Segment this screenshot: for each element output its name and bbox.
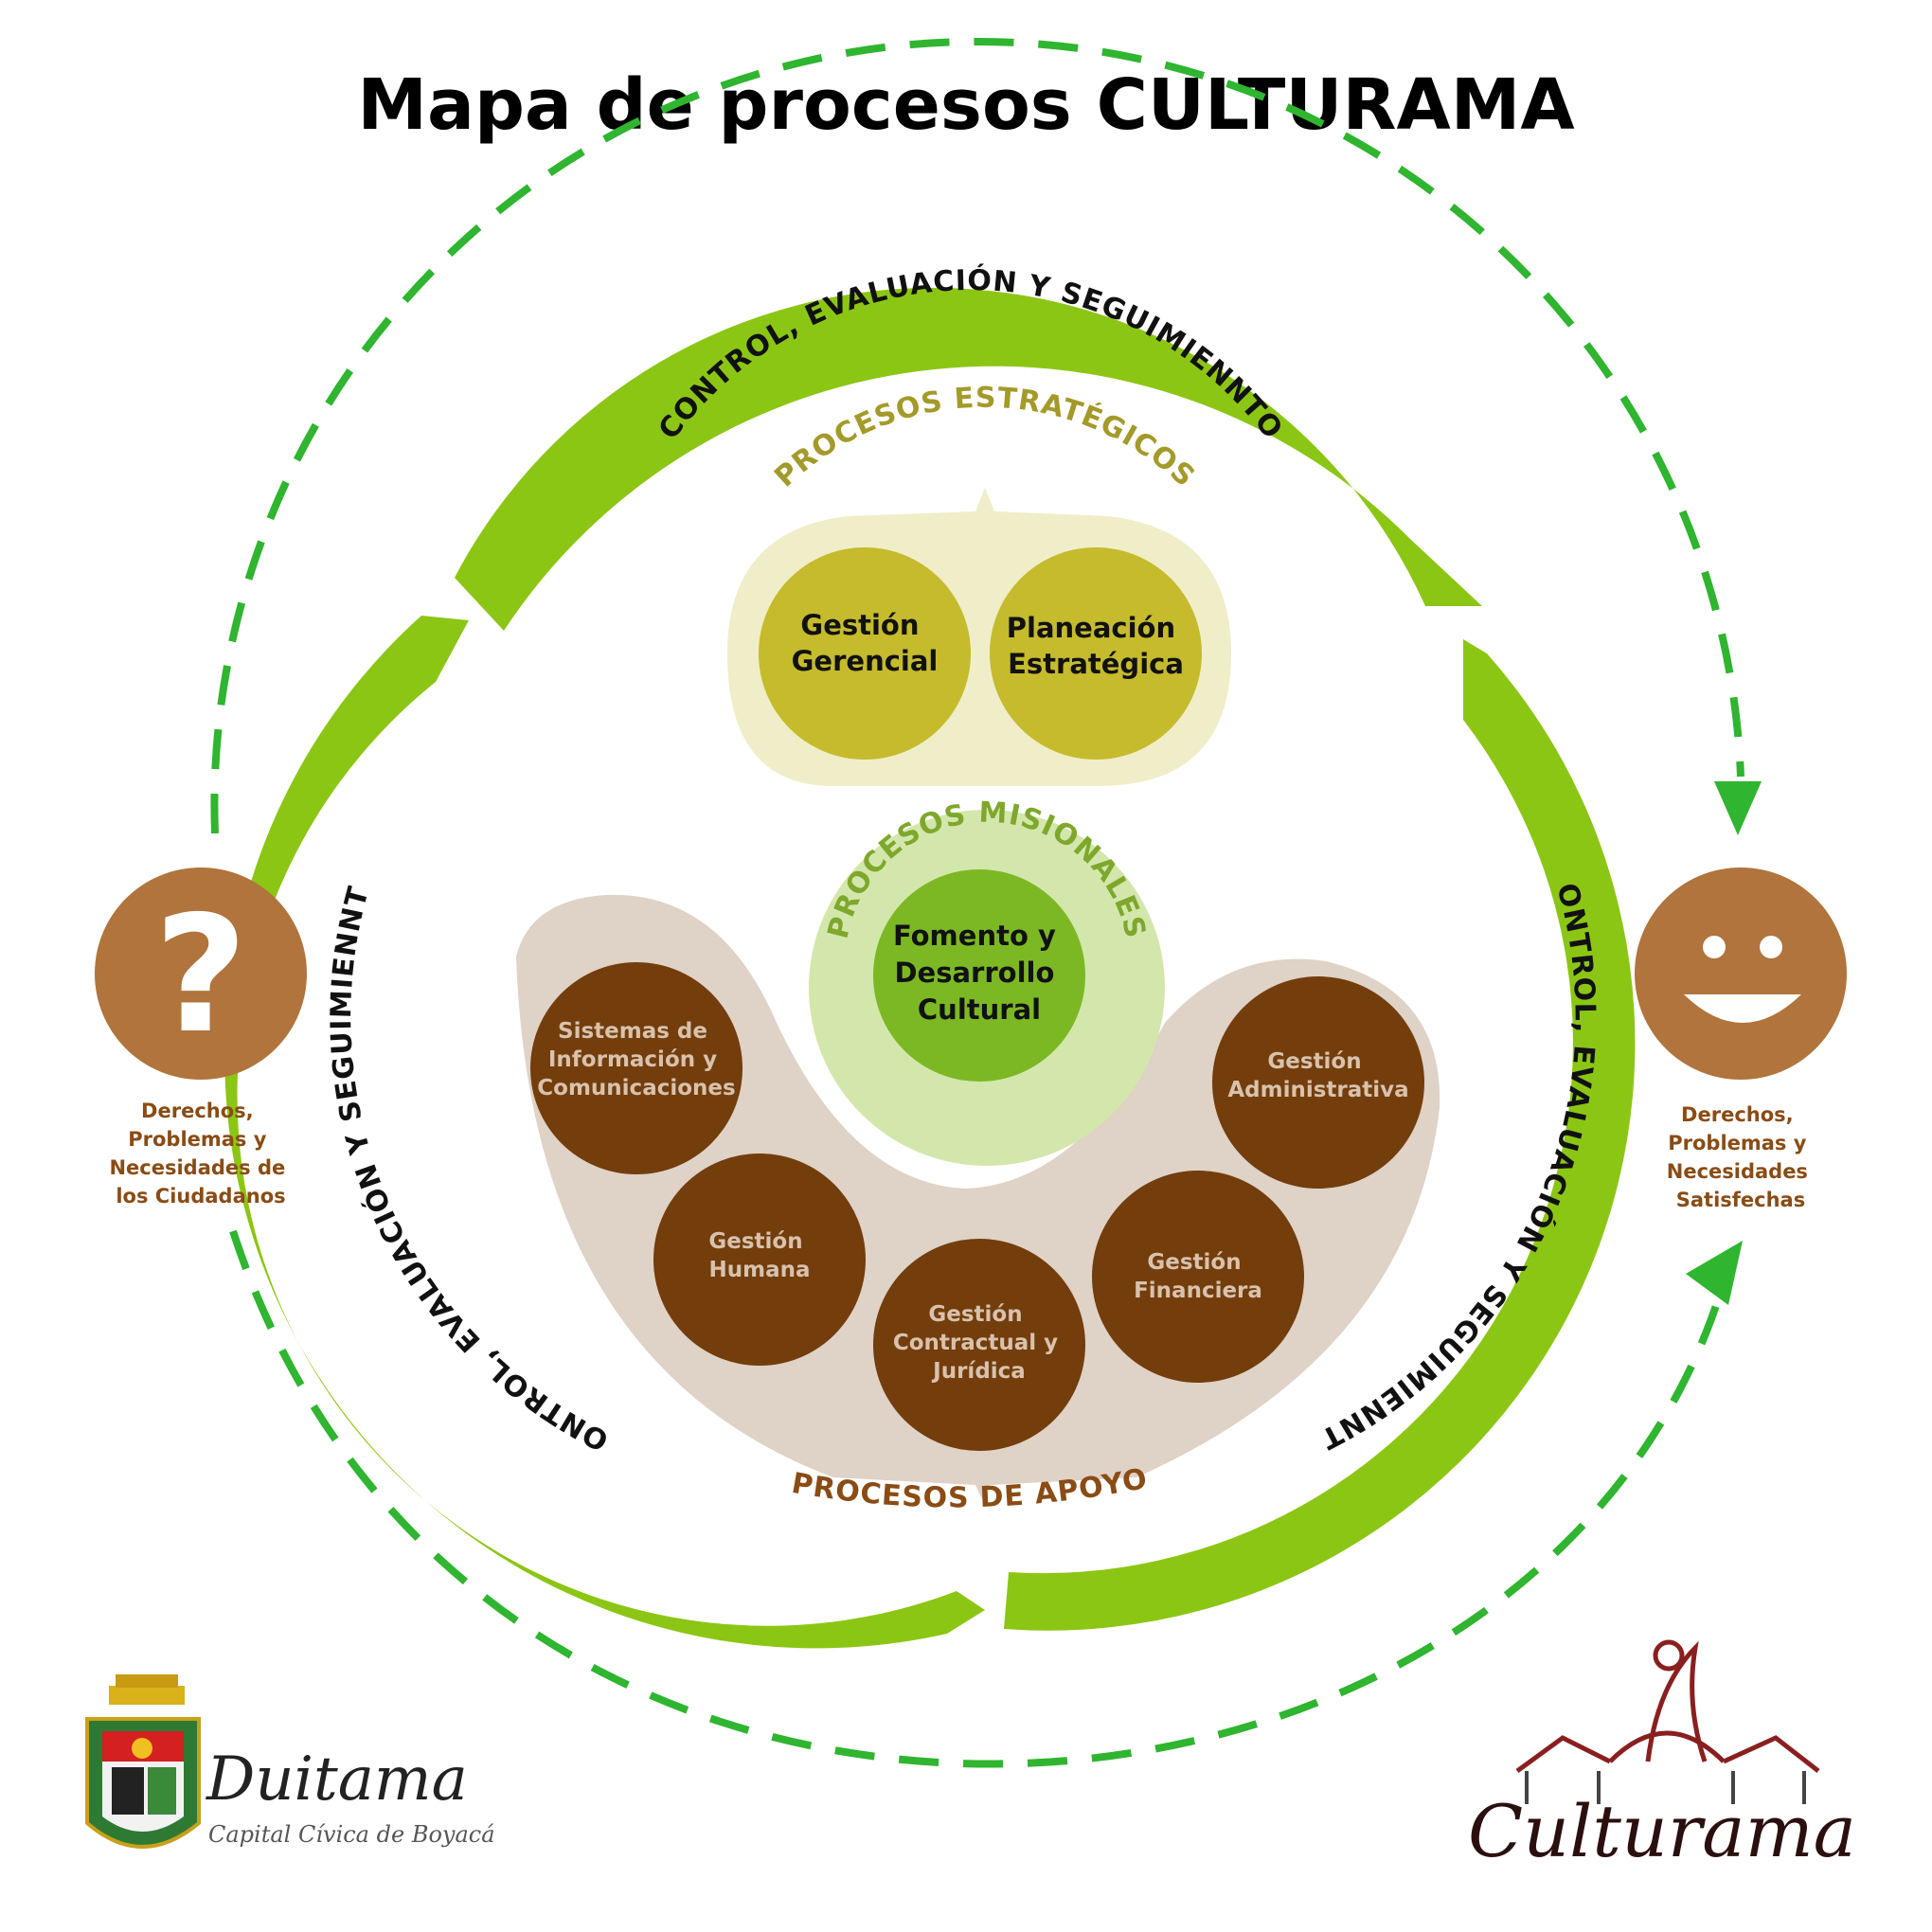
outer-cycle-arrows (210, 37, 1744, 1768)
node-label-line: Gerencial (792, 645, 939, 677)
duitama-wordmark: Duitama (206, 1744, 468, 1815)
output-label-line: Necesidades (1667, 1160, 1808, 1183)
output-label-line: Derechos, (1681, 1103, 1794, 1126)
dashed-arrowhead-bottom-icon (1686, 1241, 1743, 1305)
node-label-line: Gestión (928, 1302, 1022, 1327)
node-gestion-humana: Gestión Humana (653, 1154, 866, 1366)
node-gestion-contractual-juridica: Gestión Contractual y Jurídica (873, 1239, 1085, 1451)
svg-text:Derechos, Problemas y: Derechos, Problemas y Necesidades de los… (109, 1100, 292, 1208)
ring-arrow-right (1004, 639, 1636, 1631)
node-label-line: Gestión (800, 609, 919, 641)
page-title: Mapa de procesos CULTURAMA (357, 64, 1574, 146)
node-label-line: Información y (548, 1047, 717, 1072)
culturama-logo: Culturama (1468, 1639, 1856, 1873)
input-label-line: los Ciudadanos (116, 1185, 285, 1208)
duitama-coat-of-arms (85, 1674, 201, 1849)
node-gestion-administrativa: Gestión Administrativa (1212, 976, 1424, 1189)
dashed-arrow-bottom (229, 1229, 1726, 1768)
smiley-icon (1635, 868, 1847, 1080)
node-gestion-financiera: Gestión Financiera (1092, 1171, 1304, 1383)
svg-text:Fomento y Desarrollo: Fomento y Desarrollo Cultural (893, 920, 1065, 1026)
node-sistemas-informacion: Sistemas de Información y Comunicaciones (530, 962, 742, 1174)
ring-arrow-top (455, 287, 1482, 631)
strategic-group-label: PROCESOS ESTRATÉGICOS (768, 382, 1201, 494)
node-label-line: Gestión (1147, 1250, 1241, 1275)
support-processes-group: Sistemas de Información y Comunicaciones… (530, 962, 1424, 1514)
output-label-line: Satisfechas (1676, 1189, 1805, 1211)
svg-text:Gestión Contractual y: Gestión Contractual y Jurídica (893, 1302, 1065, 1384)
node-label-line: Sistemas de (558, 1019, 707, 1044)
citizen-input: ? Derechos, Problemas y Necesidades de l… (95, 868, 307, 1208)
node-label-line: Cultural (918, 993, 1041, 1026)
node-label-line: Contractual y (893, 1331, 1058, 1355)
node-label-line: Planeación (1007, 612, 1175, 644)
svg-text:Gestión Gerencial: Gestión Gerencial (792, 609, 939, 677)
input-label-line: Problemas y (128, 1128, 267, 1151)
node-label-line: Humana (708, 1258, 810, 1282)
svg-text:Gestión Humana: Gestión Humana (708, 1229, 810, 1282)
node-fomento-desarrollo-cultural: Fomento y Desarrollo Cultural (873, 869, 1085, 1082)
svg-text:Sistemas de Informació: Sistemas de Información y Comunicaciones (537, 1019, 735, 1100)
node-label-line: Desarrollo (894, 957, 1054, 989)
node-label-line: Fomento y (893, 920, 1056, 952)
question-symbol: ? (154, 882, 248, 1069)
output-label-line: Problemas y (1668, 1132, 1807, 1154)
control-ring (224, 287, 1636, 1649)
node-label-line: Financiera (1134, 1279, 1262, 1303)
svg-text:Derechos, Problemas y: Derechos, Problemas y Necesidades Satisf… (1667, 1103, 1816, 1211)
strategic-processes-group: PROCESOS ESTRATÉGICOS Gestión Gerencial … (727, 382, 1231, 786)
svg-text:Gestión Financiera: Gestión Financiera (1134, 1250, 1262, 1303)
node-label-line: Gestión (708, 1229, 802, 1254)
dashed-arrow-top (210, 37, 1744, 834)
node-planeacion-estrategica: Planeación Estratégica (990, 547, 1202, 760)
question-icon (95, 868, 307, 1080)
dashed-arrowhead-top-icon (1714, 781, 1762, 835)
svg-text:Gestión Administrativa: Gestión Administrativa (1227, 1049, 1408, 1102)
node-label-line: Administrativa (1227, 1078, 1408, 1102)
input-label-line: Derechos, (141, 1100, 254, 1122)
input-label-line: Necesidades de (109, 1156, 285, 1179)
ring-label-left: CONTROL, EVALUACIÓN Y SEGUIMIENNTO (0, 0, 614, 1458)
duitama-tagline: Capital Cívica de Boyacá (208, 1821, 495, 1848)
duitama-logo: Duitama Capital Cívica de Boyacá (85, 1674, 495, 1849)
citizen-output: Derechos, Problemas y Necesidades Satisf… (1635, 868, 1847, 1211)
svg-text:Planeación Estratégica: Planeación Estratégica (1007, 612, 1185, 680)
mission-processes-group: PROCESOS MISIONALES Fomento y Desarrollo… (809, 796, 1165, 1166)
node-label-line: Jurídica (931, 1359, 1026, 1384)
culturama-wordmark: Culturama (1468, 1789, 1856, 1873)
node-label-line: Comunicaciones (537, 1076, 735, 1100)
node-label-line: Estratégica (1008, 648, 1184, 680)
node-gestion-gerencial: Gestión Gerencial (759, 547, 971, 760)
node-label-line: Gestión (1267, 1049, 1361, 1074)
